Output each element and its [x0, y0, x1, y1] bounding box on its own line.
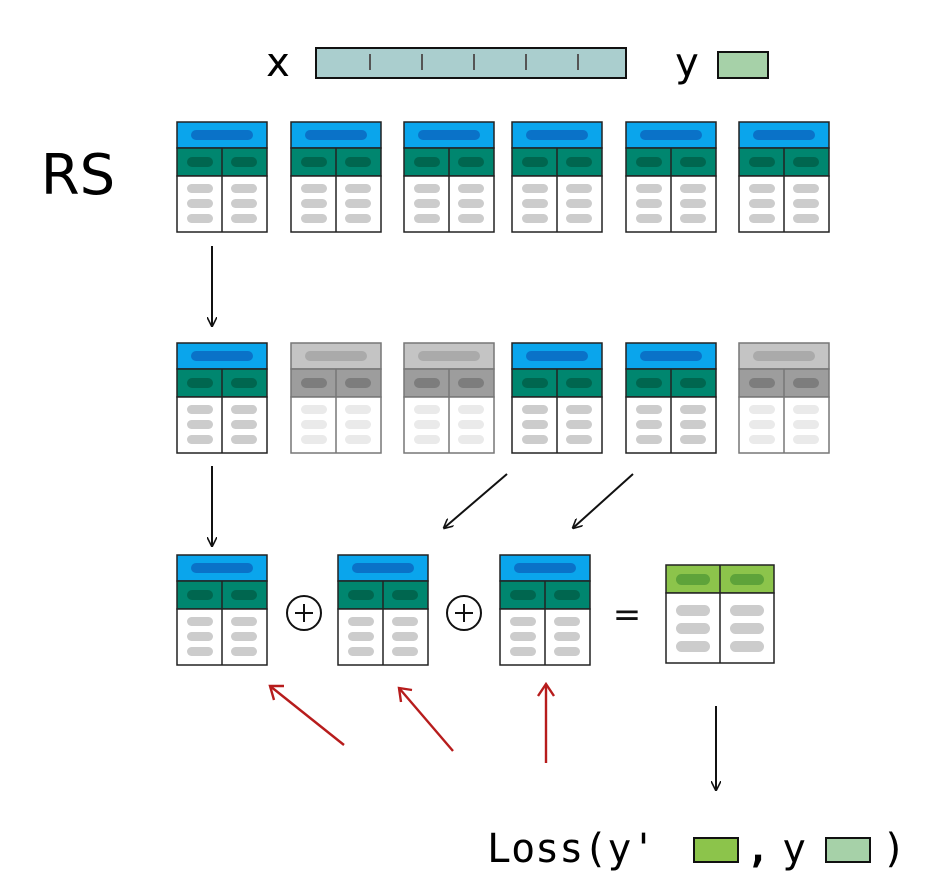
table: [511, 121, 603, 233]
target-swatch: [825, 837, 871, 863]
feedback-arrow-2: [397, 686, 454, 752]
selected-table: [625, 342, 717, 454]
prediction-table: [665, 564, 775, 664]
x-label: x: [266, 40, 290, 86]
plus-operator: [446, 595, 482, 631]
gradient-feedback-arrows: [268, 681, 555, 763]
combined-tables-row: [176, 554, 591, 666]
prediction-swatch: [693, 837, 739, 863]
loss-suffix: ): [882, 826, 906, 872]
selected-table: [176, 342, 268, 454]
unselected-table: [290, 342, 382, 454]
equals-sign: =: [613, 595, 642, 635]
table: [625, 121, 717, 233]
unselected-table: [403, 342, 495, 454]
arrow-diag-1: [444, 473, 508, 528]
target-label-box: [717, 51, 769, 79]
selected-tables-row: [176, 342, 830, 454]
loss-prefix: Loss(y': [487, 826, 656, 872]
y-label: y: [675, 40, 699, 86]
row-label-rs: RS: [41, 143, 115, 208]
table: [738, 121, 830, 233]
table: [290, 121, 382, 233]
feedback-arrow-1: [268, 684, 345, 746]
all-tables-row: [176, 121, 830, 233]
combined-table: [176, 554, 268, 666]
arrow-diag-2: [573, 473, 634, 528]
feature-vector-bar: [315, 47, 627, 79]
loss-expression: Loss(y' , y ): [487, 826, 906, 872]
table: [176, 121, 268, 233]
unselected-table: [738, 342, 830, 454]
loss-separator: ,: [746, 826, 770, 872]
flow-arrows: [212, 246, 716, 790]
loss-target: y: [782, 826, 806, 872]
combined-table: [337, 554, 429, 666]
table: [403, 121, 495, 233]
feedback-arrow-3: [537, 681, 555, 763]
selected-table: [511, 342, 603, 454]
plus-operator: [286, 595, 322, 631]
combined-table: [499, 554, 591, 666]
